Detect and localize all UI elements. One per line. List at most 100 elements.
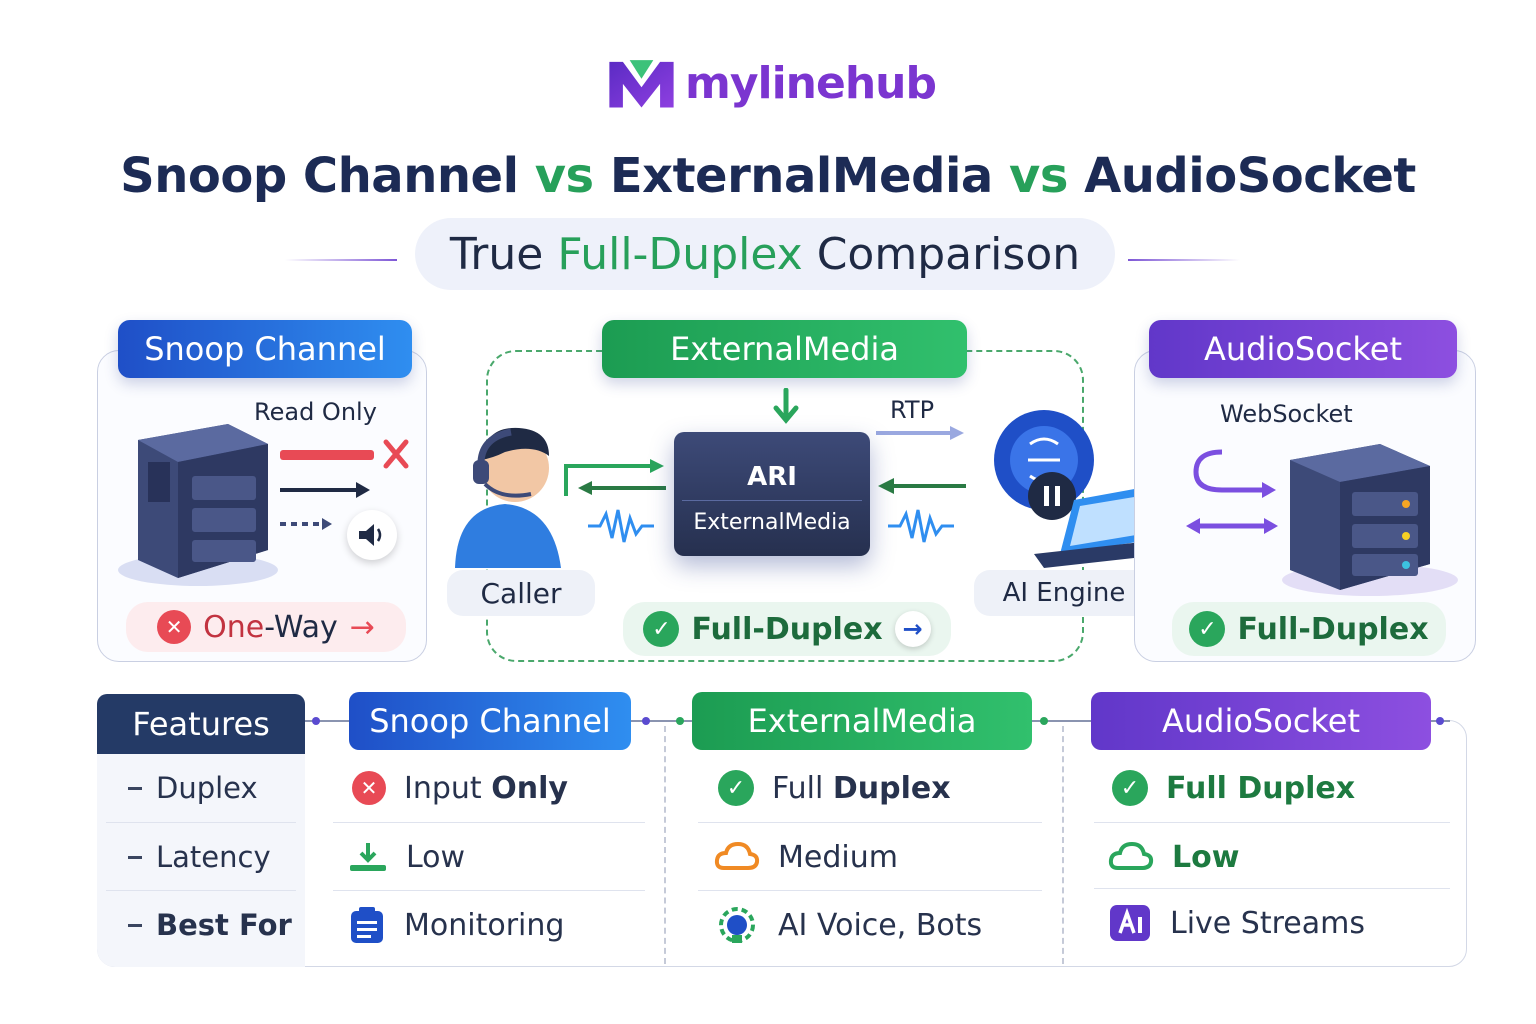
- rtp-arrow: [876, 426, 964, 440]
- waveform-left-icon: [588, 509, 654, 543]
- check-icon: ✓: [1112, 770, 1148, 806]
- features-column-bg: [97, 754, 305, 967]
- page-title: Snoop Channel vs ExternalMedia vs AudioS…: [0, 148, 1536, 204]
- check-icon: ✓: [718, 770, 754, 806]
- logo-text: mylinehub: [684, 57, 937, 109]
- snoop-duplex-bold: Only: [491, 770, 568, 806]
- externalmedia-latency-text: Medium: [778, 839, 898, 875]
- features-header: Features: [97, 694, 305, 754]
- snoop-latency-cell: Low: [348, 823, 465, 891]
- snoop-latency-text: Low: [406, 839, 466, 875]
- one-way-post: -Way: [264, 609, 338, 645]
- clipboard-icon: [351, 907, 383, 943]
- server-icon: [118, 424, 278, 586]
- audiosocket-status-text: Full-Duplex: [1237, 611, 1429, 647]
- speaker-icon: [347, 510, 397, 560]
- cross-icon: ✕: [157, 610, 192, 644]
- waveform-right-icon: [888, 509, 954, 543]
- snoop-duplex-pre: Input: [404, 770, 492, 806]
- ari-server-device: ARI ExternalMedia: [674, 432, 870, 556]
- feature-latency: Latency: [128, 823, 271, 891]
- check-icon: ✓: [1189, 611, 1226, 647]
- audiosocket-latency-cell: Low: [1108, 823, 1239, 891]
- externalmedia-best-for-cell: AI Voice, Bots: [714, 891, 982, 959]
- caller-label: Caller: [447, 570, 595, 616]
- subtitle-right-line: [1128, 259, 1240, 261]
- download-icon: [350, 843, 386, 871]
- snoop-best-for-text: Monitoring: [404, 907, 565, 943]
- externalmedia-duplex-bold: Duplex: [832, 770, 951, 806]
- snoop-panel-label: Snoop Channel: [118, 320, 412, 378]
- logo-mark-icon: [609, 60, 674, 108]
- audiosocket-best-for-text: Live Streams: [1170, 905, 1365, 941]
- row-divider: [1094, 888, 1450, 889]
- connector-dot: [1040, 717, 1048, 725]
- externalmedia-best-for-text: AI Voice, Bots: [778, 907, 983, 943]
- read-only-label: Read Only: [254, 398, 377, 426]
- feature-best-for-label: Best For: [156, 908, 292, 942]
- feature-best-for: Best For: [128, 891, 292, 959]
- column-separator: [664, 726, 666, 964]
- audiosocket-duplex-text: Full Duplex: [1166, 770, 1356, 806]
- audiosocket-status-pill: ✓ Full-Duplex: [1172, 602, 1446, 656]
- audiosocket-server-icon: [1282, 444, 1458, 596]
- row-divider: [106, 822, 296, 823]
- subtitle-pill: True Full-Duplex Comparison: [415, 218, 1115, 290]
- subtitle-pre: True: [449, 228, 544, 280]
- cloud-icon: [1108, 841, 1154, 870]
- row-divider: [333, 822, 645, 823]
- audiosocket-latency-text: Low: [1172, 839, 1240, 875]
- title-externalmedia: ExternalMedia: [609, 148, 993, 204]
- externalmedia-device-label: ExternalMedia: [693, 510, 851, 535]
- connector-dot: [1436, 717, 1444, 725]
- externalmedia-panel-label: ExternalMedia: [602, 320, 967, 378]
- websocket-arrows: [1186, 449, 1278, 534]
- subtitle-highlight: Full-Duplex: [557, 228, 803, 280]
- check-icon: ✓: [643, 611, 680, 647]
- connector-dot: [676, 717, 684, 725]
- cloud-icon: [714, 841, 760, 870]
- row-divider: [698, 822, 1042, 823]
- stream-app-icon: [1110, 905, 1150, 941]
- websocket-label: WebSocket: [1220, 400, 1353, 428]
- externalmedia-duplex-cell: ✓ Full Duplex: [718, 754, 951, 822]
- robot-network-icon: [719, 907, 755, 943]
- row-divider: [1094, 822, 1450, 823]
- feature-latency-label: Latency: [156, 840, 271, 874]
- comparison-table: [97, 720, 1467, 967]
- title-audiosocket: AudioSocket: [1084, 148, 1416, 204]
- externalmedia-column-header: ExternalMedia: [692, 692, 1032, 750]
- connector-dot: [642, 717, 650, 725]
- externalmedia-duplex-pre: Full: [772, 770, 833, 806]
- one-way-pre: One: [203, 609, 265, 645]
- audiosocket-best-for-cell: Live Streams: [1108, 889, 1365, 957]
- rtp-label: RTP: [890, 396, 935, 424]
- ai-to-ari-arrow: [878, 478, 966, 494]
- ai-engine-label: AI Engine: [974, 570, 1154, 616]
- brand-logo: mylinehub: [606, 48, 937, 118]
- externalmedia-status-text: Full-Duplex: [691, 611, 883, 647]
- caller-to-ari-arrows: [564, 459, 666, 496]
- externalmedia-status-pill: ✓ Full-Duplex →: [623, 602, 951, 656]
- subtitle-left-line: [285, 259, 397, 261]
- snoop-flow-arrows: [280, 439, 409, 530]
- externalmedia-latency-cell: Medium: [714, 823, 898, 891]
- audiosocket-panel-label: AudioSocket: [1149, 320, 1457, 378]
- row-divider: [106, 890, 296, 891]
- audiosocket-column-header: AudioSocket: [1091, 692, 1431, 750]
- snoop-column-header: Snoop Channel: [349, 692, 631, 750]
- caller-avatar-icon: [455, 427, 561, 568]
- cross-icon: ✕: [352, 771, 386, 805]
- feature-duplex: Duplex: [128, 754, 258, 822]
- row-divider: [698, 890, 1042, 891]
- connector-dot: [312, 717, 320, 725]
- arrow-right-icon: →: [349, 609, 375, 645]
- download-arrow-icon: [773, 388, 799, 424]
- ari-label: ARI: [747, 462, 797, 492]
- column-separator: [1062, 726, 1064, 964]
- feature-duplex-label: Duplex: [156, 771, 258, 805]
- audiosocket-duplex-cell: ✓ Full Duplex: [1112, 754, 1355, 822]
- title-vs-2: vs: [1009, 148, 1068, 204]
- row-divider: [333, 890, 645, 891]
- snoop-duplex-cell: ✕ Input Only: [352, 754, 568, 822]
